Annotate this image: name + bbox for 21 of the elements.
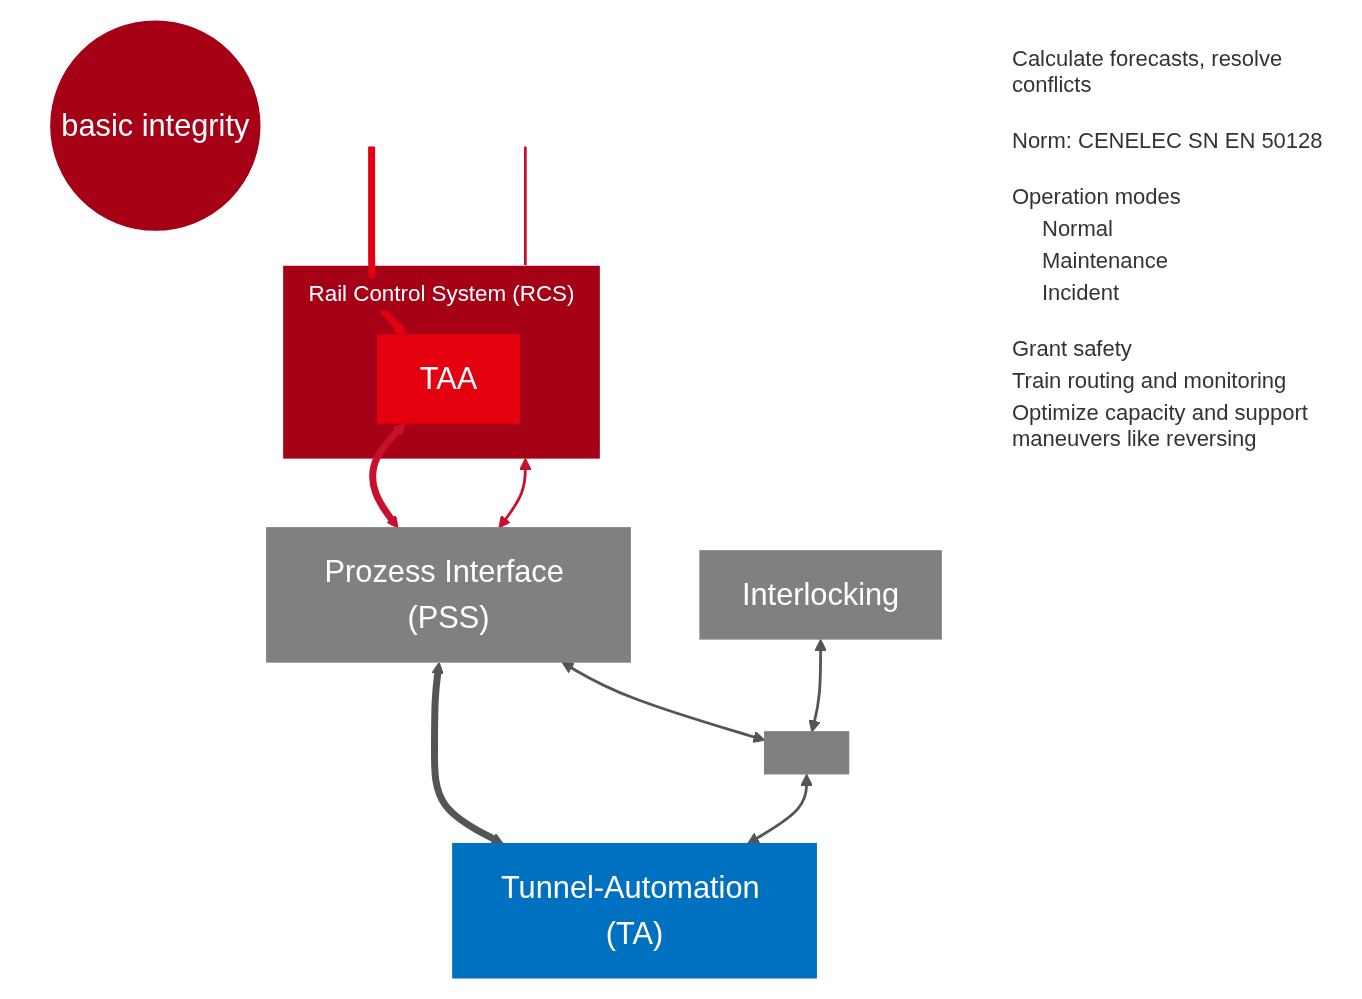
arrow [808, 638, 827, 733]
node-box [764, 731, 850, 775]
arrow [369, 422, 406, 529]
connector [523, 146, 527, 266]
caption-note: Train routing and monitoring [1012, 368, 1288, 394]
node-circle: basic integrity [50, 20, 261, 231]
node-box: Prozess Interface (PSS) [266, 527, 631, 663]
arrow [747, 773, 813, 845]
list-item: Incident [1041, 280, 1121, 306]
arrow [498, 457, 532, 529]
node-box: Tunnel-Automation (TA) [452, 842, 817, 979]
norm-note: Norm: CENELEC SN EN 50128 [1012, 128, 1324, 154]
list-item: Normal [1041, 216, 1114, 242]
arrow [431, 661, 504, 845]
caption-note: Calculate forecasts, resolve conflicts [1012, 46, 1284, 98]
caption-note: Grant safety [1012, 336, 1133, 362]
list-item: Maintenance [1041, 248, 1169, 274]
node-box: TAA [377, 334, 520, 424]
list-heading: Operation modes [1012, 184, 1182, 210]
node-box: Interlocking [699, 550, 942, 640]
caption-note: Optimize capacity and support maneuvers like reversing [1012, 400, 1309, 452]
